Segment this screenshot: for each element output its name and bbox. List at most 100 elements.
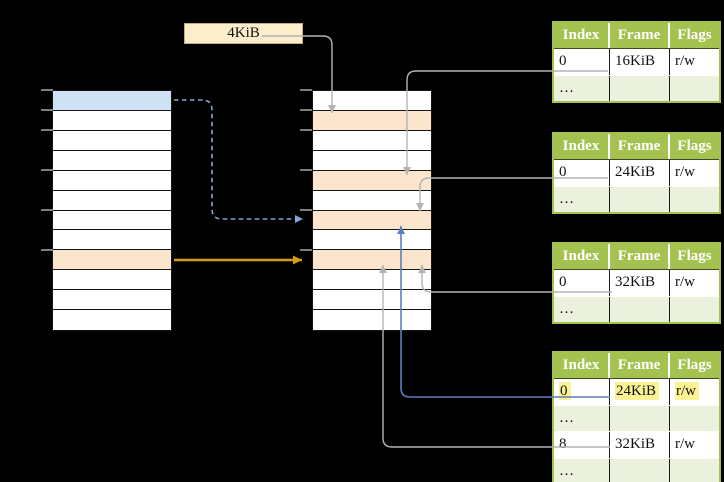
cell-frame: 24KiB bbox=[610, 379, 670, 405]
page-size-label: 4KiB bbox=[184, 23, 303, 44]
page-table-column-left bbox=[52, 90, 172, 331]
tick-mark bbox=[41, 169, 53, 171]
page-table-row-left-10 bbox=[53, 290, 171, 311]
page-table-row-left-3 bbox=[53, 150, 171, 171]
tick-mark bbox=[300, 249, 312, 251]
cell-flags bbox=[670, 459, 719, 482]
cell-index: … bbox=[554, 75, 610, 101]
header-cell-frame: Frame bbox=[610, 134, 670, 159]
page-table-row-middle-0 bbox=[313, 91, 431, 111]
arrow-dashed-left-row0-to-middle-row6 bbox=[174, 99, 303, 223]
cell-index: … bbox=[554, 458, 610, 482]
page-table-row-middle-11 bbox=[313, 310, 431, 331]
page-table-row-middle-1 bbox=[313, 110, 431, 131]
frame-table-row: … bbox=[554, 457, 719, 482]
page-table-row-middle-9 bbox=[313, 270, 431, 291]
cell-index: 0 bbox=[554, 270, 610, 296]
cell-flags: r/w bbox=[675, 436, 695, 452]
tick-mark bbox=[300, 209, 312, 211]
cell-frame bbox=[610, 75, 670, 101]
header-cell-flags: Flags bbox=[677, 138, 712, 154]
cell-index: 0 bbox=[554, 49, 610, 75]
cell-flags: r/w bbox=[675, 53, 695, 69]
header-cell-flags: Flags bbox=[677, 357, 712, 373]
cell-frame: 24KiB bbox=[610, 160, 670, 186]
header-cell-flags: Flags bbox=[677, 27, 712, 43]
page-table-row-middle-7 bbox=[313, 230, 431, 251]
header-cell-frame: Frame bbox=[610, 23, 670, 48]
tick-mark bbox=[41, 249, 53, 251]
cell-frame bbox=[610, 405, 670, 431]
page-table-row-left-11 bbox=[53, 310, 171, 331]
cell-frame bbox=[610, 458, 670, 482]
frame-table-row: … bbox=[554, 295, 719, 323]
cell-frame: 32KiB bbox=[610, 432, 670, 458]
cell-frame bbox=[610, 296, 670, 322]
page-table-row-middle-10 bbox=[313, 290, 431, 311]
cell-flags bbox=[670, 76, 719, 102]
frame-table-row: 0 24KiB r/w bbox=[554, 379, 719, 405]
page-table-row-middle-2 bbox=[313, 130, 431, 151]
cell-index: 0 bbox=[554, 160, 610, 186]
cell-index: … bbox=[554, 186, 610, 212]
tick-mark bbox=[300, 129, 312, 131]
page-table-row-left-2 bbox=[53, 130, 171, 151]
highlighted-value: r/w bbox=[675, 382, 699, 400]
cell-frame: 32KiB bbox=[610, 270, 670, 296]
page-table-row-left-5 bbox=[53, 190, 171, 211]
tick-mark bbox=[41, 129, 53, 131]
tick-mark bbox=[300, 89, 312, 91]
page-table-row-left-9 bbox=[53, 270, 171, 291]
header-cell-index: Index bbox=[554, 134, 610, 159]
cell-flags bbox=[670, 406, 719, 432]
header-cell-frame: Frame bbox=[610, 353, 670, 378]
tick-mark bbox=[41, 109, 53, 111]
page-table-column-middle bbox=[312, 90, 432, 331]
page-table-row-left-0 bbox=[53, 91, 171, 111]
cell-flags bbox=[670, 187, 719, 213]
header-cell-frame: Frame bbox=[610, 244, 670, 269]
cell-flags: r/w bbox=[670, 379, 719, 405]
cell-frame bbox=[610, 186, 670, 212]
header-cell-index: Index bbox=[554, 353, 610, 378]
page-table-row-middle-8 bbox=[313, 250, 431, 271]
cell-index: 8 bbox=[554, 432, 610, 458]
page-table-row-left-7 bbox=[53, 230, 171, 251]
frame-table-row: … bbox=[554, 404, 719, 432]
frame-table-row: … bbox=[554, 74, 719, 102]
cell-index: … bbox=[554, 296, 610, 322]
frame-table-row: … bbox=[554, 185, 719, 213]
cell-index: 0 bbox=[554, 379, 610, 405]
tick-mark bbox=[41, 89, 53, 91]
page-table-row-middle-3 bbox=[313, 150, 431, 171]
page-table-row-middle-5 bbox=[313, 190, 431, 211]
page-table-row-left-8 bbox=[53, 250, 171, 271]
highlighted-value: 24KiB bbox=[615, 382, 660, 400]
page-table-row-left-4 bbox=[53, 170, 171, 191]
header-cell-index: Index bbox=[554, 244, 610, 269]
page-table-row-left-1 bbox=[53, 110, 171, 131]
cell-flags: r/w bbox=[675, 164, 695, 180]
highlighted-value: 0 bbox=[559, 382, 571, 400]
tick-mark bbox=[41, 209, 53, 211]
page-table-row-left-6 bbox=[53, 210, 171, 231]
header-cell-index: Index bbox=[554, 23, 610, 48]
page-table-row-middle-6 bbox=[313, 210, 431, 231]
page-table-row-middle-4 bbox=[313, 170, 431, 191]
header-cell-flags: Flags bbox=[677, 248, 712, 264]
tick-mark bbox=[300, 169, 312, 171]
cell-index: … bbox=[554, 405, 610, 431]
cell-flags bbox=[670, 297, 719, 323]
